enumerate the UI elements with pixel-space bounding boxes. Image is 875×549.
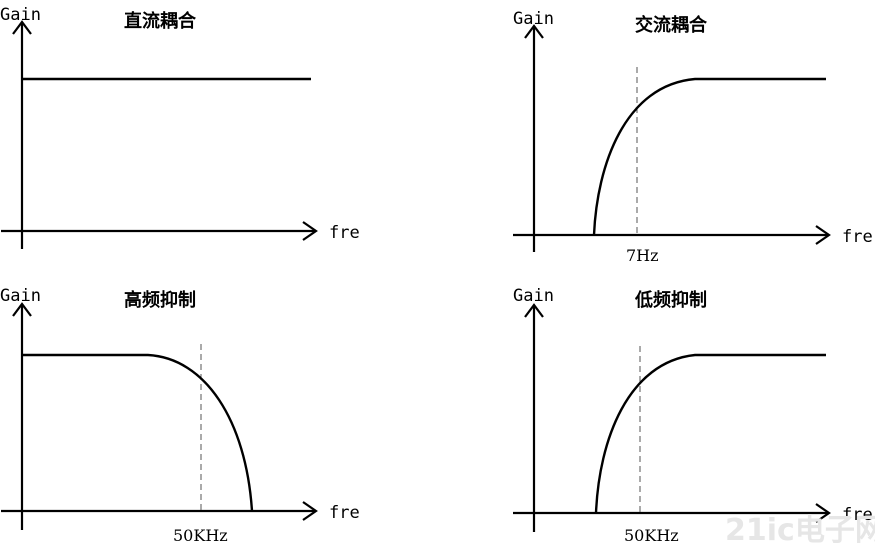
x-axis-arrow bbox=[302, 501, 318, 521]
response-curve bbox=[594, 353, 826, 514]
fre-axis-label: fre bbox=[842, 227, 873, 247]
y-axis-arrow bbox=[524, 24, 544, 39]
x-axis-arrow bbox=[302, 221, 318, 241]
gain-axis-label: Gain bbox=[513, 9, 554, 29]
cutoff-label: 50KHz bbox=[173, 526, 228, 545]
fre-axis-label: fre bbox=[329, 503, 360, 523]
panel-hf-reject: Gain 高频抑制 fre 50KHz bbox=[0, 286, 360, 545]
y-axis-arrow bbox=[12, 20, 32, 35]
x-axis-arrow bbox=[815, 503, 831, 523]
watermark-logo: 21ic电子网 bbox=[725, 513, 875, 548]
gain-axis-label: Gain bbox=[513, 286, 554, 306]
panel-lf-reject: Gain 低频抑制 fre 50KHz bbox=[513, 286, 873, 545]
fre-axis-label: fre bbox=[329, 223, 360, 243]
response-curve bbox=[592, 77, 826, 236]
fre-axis-label: fre bbox=[842, 505, 873, 525]
y-axis-arrow bbox=[12, 302, 32, 317]
panel-title: 低频抑制 bbox=[634, 289, 707, 311]
x-axis-arrow bbox=[815, 225, 831, 245]
y-axis-arrow bbox=[524, 303, 544, 318]
gain-axis-label: Gain bbox=[0, 5, 41, 25]
panel-ac-coupling: Gain 交流耦合 fre 7Hz bbox=[513, 9, 873, 265]
panel-title: 交流耦合 bbox=[635, 14, 708, 36]
response-curve bbox=[22, 353, 254, 512]
gain-axis-label: Gain bbox=[0, 286, 41, 306]
panel-title: 高频抑制 bbox=[124, 289, 196, 311]
panel-title: 直流耦合 bbox=[124, 10, 197, 32]
panel-dc-coupling: Gain 直流耦合 fre bbox=[0, 5, 360, 249]
cutoff-label: 50KHz bbox=[624, 526, 679, 545]
cutoff-label: 7Hz bbox=[626, 246, 659, 265]
